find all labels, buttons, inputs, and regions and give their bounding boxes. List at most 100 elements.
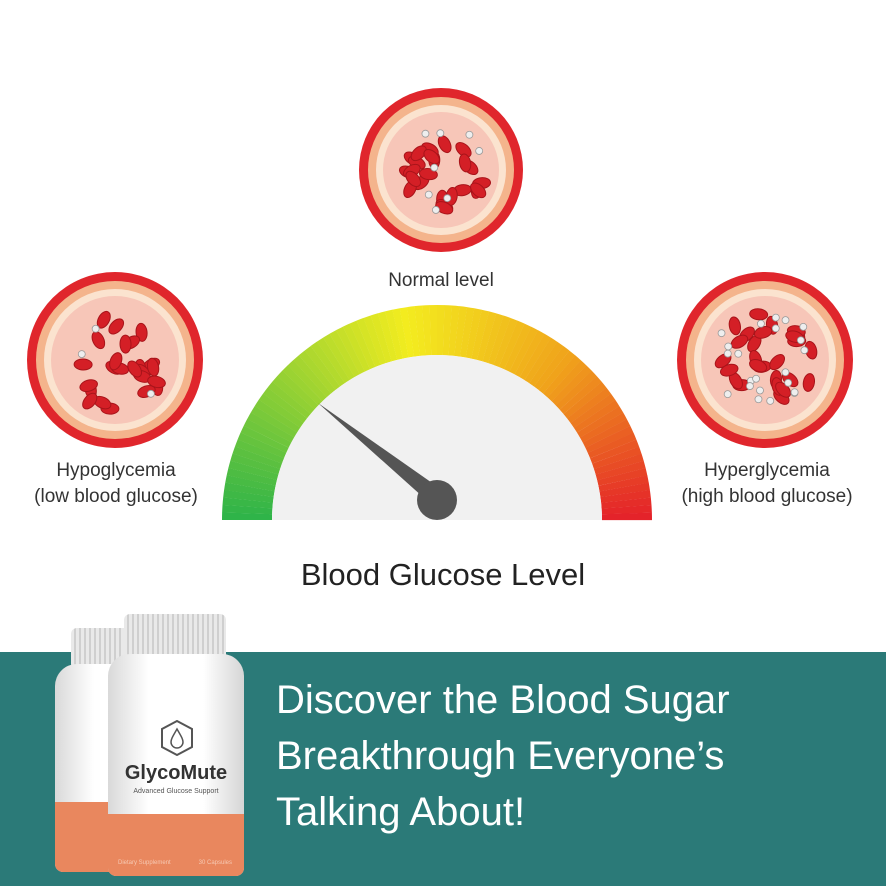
gauge-arc-segment xyxy=(293,355,332,398)
gauge-arc-segment xyxy=(442,305,453,356)
gauge-arc-segment xyxy=(258,393,304,428)
gauge-arc-segment xyxy=(509,326,539,375)
gauge-arc-segment xyxy=(287,360,327,402)
gauge-arc-segment xyxy=(601,505,652,515)
gauge-arc-segment xyxy=(589,439,640,464)
gauge-arc-segment xyxy=(601,497,652,509)
gauge-hub xyxy=(417,480,457,520)
gauge-arc-segment xyxy=(547,360,587,402)
gauge-arc-segment xyxy=(538,350,576,394)
gauge-arc-segment xyxy=(304,345,341,390)
band-right-text: 30 Capsules xyxy=(198,860,232,866)
gauge-arc-segment xyxy=(234,439,285,464)
gauge-needle xyxy=(318,403,445,506)
gauge-arc-segment xyxy=(228,460,279,481)
vessel-normal xyxy=(359,88,523,252)
gauge-arc-segment xyxy=(282,365,323,406)
gauge-arc-segment xyxy=(222,504,273,515)
gauge-arc-segment xyxy=(298,350,336,394)
gauge-arc-segment xyxy=(448,305,460,356)
gauge-arc-segment xyxy=(223,489,274,503)
gauge-arc-segment xyxy=(482,313,504,364)
gauge-arc-segment xyxy=(342,323,370,372)
gauge-arc-segment xyxy=(277,370,319,410)
gauge-arc-segment xyxy=(533,346,570,391)
gauge-arc-segment xyxy=(597,467,648,486)
gauge-arc-segment xyxy=(336,326,365,375)
gauge-arc-segment xyxy=(563,381,607,419)
gauge-arc-segment xyxy=(399,307,415,358)
gauge-arc-segment xyxy=(230,453,281,475)
gauge-arc xyxy=(222,305,652,521)
promo-headline: Discover the Blood Sugar Breakthrough Ev… xyxy=(276,672,876,840)
gauge-arc-segment xyxy=(323,333,355,381)
gauge-arc-segment xyxy=(422,305,432,356)
gauge-arc-segment xyxy=(601,512,652,521)
gauge-arc-segment xyxy=(237,432,287,459)
gauge-arc-segment xyxy=(243,418,292,448)
gauge-arc-segment xyxy=(519,333,552,381)
gauge-arc-segment xyxy=(504,323,532,372)
gauge-arc-segment xyxy=(384,309,403,360)
gauge-arc-segment xyxy=(226,467,277,486)
gauge-arc-segment xyxy=(267,381,311,419)
gauge-arc-segment xyxy=(272,376,315,414)
gauge-arc-segment xyxy=(524,337,558,384)
gauge-face xyxy=(272,355,602,520)
gauge-arc-segment xyxy=(429,305,438,356)
gauge-arc-segment xyxy=(514,330,545,378)
gauge-arc-segment xyxy=(250,405,298,438)
gauge-arc-segment xyxy=(349,320,376,370)
product-brand: GlycoMute xyxy=(124,762,228,784)
gauge-arc-segment xyxy=(551,365,592,406)
hyper-line1: Hyperglycemia xyxy=(704,460,830,481)
gauge-arc-segment xyxy=(465,308,482,359)
gauge-arc-segment xyxy=(598,475,649,492)
gauge-arc-segment xyxy=(310,341,345,387)
gauge-arc-segment xyxy=(493,317,518,368)
gauge-arc-segment xyxy=(599,482,650,498)
gauge-arc-segment xyxy=(487,315,511,365)
gauge-arc-segment xyxy=(316,337,350,384)
gauge-arc-segment xyxy=(254,399,301,433)
headline-line2: Breakthrough Everyone’s xyxy=(276,734,725,778)
gauge-arc-segment xyxy=(414,305,426,356)
gauge-arc-segment xyxy=(263,387,308,424)
droplet-hexagon-icon xyxy=(161,720,193,756)
gauge-arc-segment xyxy=(592,446,642,470)
gauge-arc-segment xyxy=(247,412,295,443)
gauge-arc-segment xyxy=(579,412,627,443)
hypoglycemia-label: Hypoglycemia (low blood glucose) xyxy=(0,458,232,510)
vessel-hyperglycemia xyxy=(677,272,853,448)
gauge-arc-segment xyxy=(600,490,651,503)
hyper-line2: (high blood glucose) xyxy=(681,486,853,507)
hypo-line2: (low blood glucose) xyxy=(34,486,198,507)
gauge-arc-segment xyxy=(570,393,616,428)
product-bottle-front: GlycoMute Advanced Glucose Support Dieta… xyxy=(108,614,244,876)
gauge-arc-segment xyxy=(222,497,273,509)
normal-level-label: Normal level xyxy=(388,270,494,291)
gauge-arc-segment xyxy=(454,306,468,357)
gauge-arc-segment xyxy=(585,425,634,453)
band-left-text: Dietary Supplement xyxy=(118,860,171,866)
gauge-arc-segment xyxy=(476,311,497,362)
gauge-arc-segment xyxy=(567,387,612,424)
headline-line1: Discover the Blood Sugar xyxy=(276,678,730,722)
gauge-arc-segment xyxy=(437,305,445,356)
gauge-arc-segment xyxy=(595,460,646,481)
gauge-arc-segment xyxy=(573,399,620,433)
gauge-arc-segment xyxy=(459,307,475,358)
gauge-arc-segment xyxy=(471,309,490,360)
hypo-line1: Hypoglycemia xyxy=(56,460,176,481)
headline-line3: Talking About! xyxy=(276,790,526,834)
gauge-arc-segment xyxy=(392,308,409,359)
gauge-arc-segment xyxy=(582,419,631,448)
gauge-arc-segment xyxy=(559,376,602,415)
product-tagline: Advanced Glucose Support xyxy=(133,788,219,795)
gauge-arc-segment xyxy=(555,370,597,410)
gauge-arc-segment xyxy=(329,330,360,378)
hyperglycemia-label: Hyperglycemia (high blood glucose) xyxy=(652,458,882,510)
glucose-gauge-illustration xyxy=(27,88,853,521)
gauge-arc-segment xyxy=(363,315,387,365)
vessel-hypoglycemia xyxy=(27,272,203,448)
